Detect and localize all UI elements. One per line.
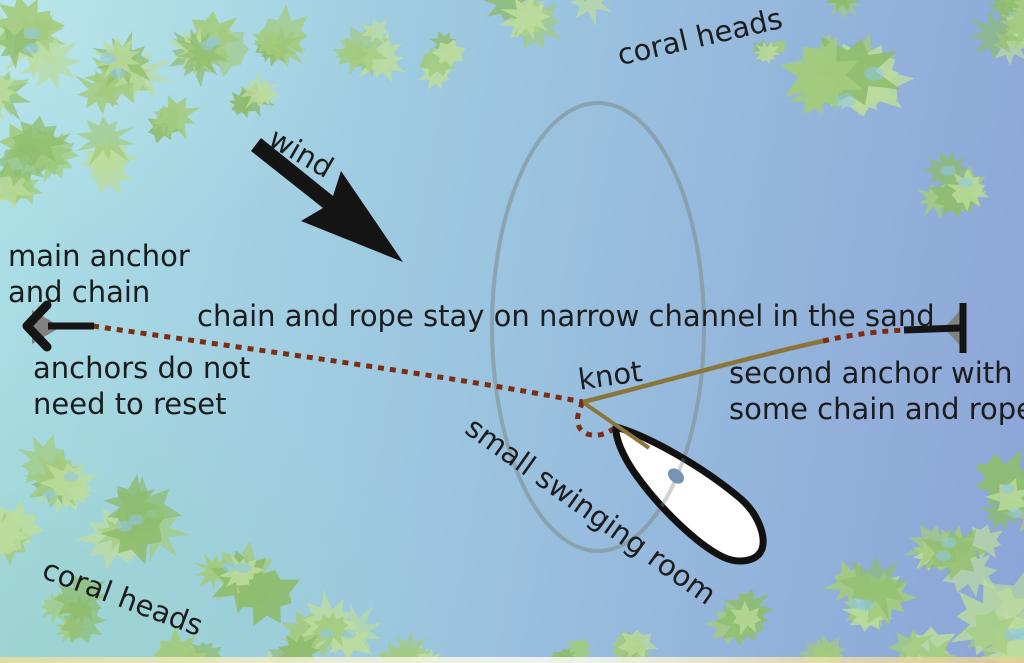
swinging-room-ellipse (490, 101, 706, 553)
label-second-anchor: second anchor with some chain and rope (729, 356, 1024, 426)
second-anchor-shank (903, 324, 961, 334)
mast-dot (667, 468, 685, 484)
label-anchors-reset: anchors do not need to reset (33, 351, 251, 421)
boat (582, 401, 767, 565)
second-anchor-chain-line (822, 327, 907, 344)
bow-rope-line (582, 401, 651, 450)
main-anchor-icon (22, 300, 94, 352)
main-anchor-chain-line (92, 323, 584, 405)
label-channel: chain and rope stay on narrow channel in… (197, 299, 935, 333)
second-anchor-icon (903, 303, 967, 353)
wind-arrow-icon (251, 138, 403, 262)
second-anchor-rope-line (582, 338, 824, 405)
sand-strip (0, 657, 1024, 663)
boat-hull (612, 423, 767, 565)
chain-loop-at-knot (575, 400, 615, 438)
label-main-anchor: main anchor and chain (8, 239, 190, 309)
main-anchor-chevron (22, 300, 52, 352)
